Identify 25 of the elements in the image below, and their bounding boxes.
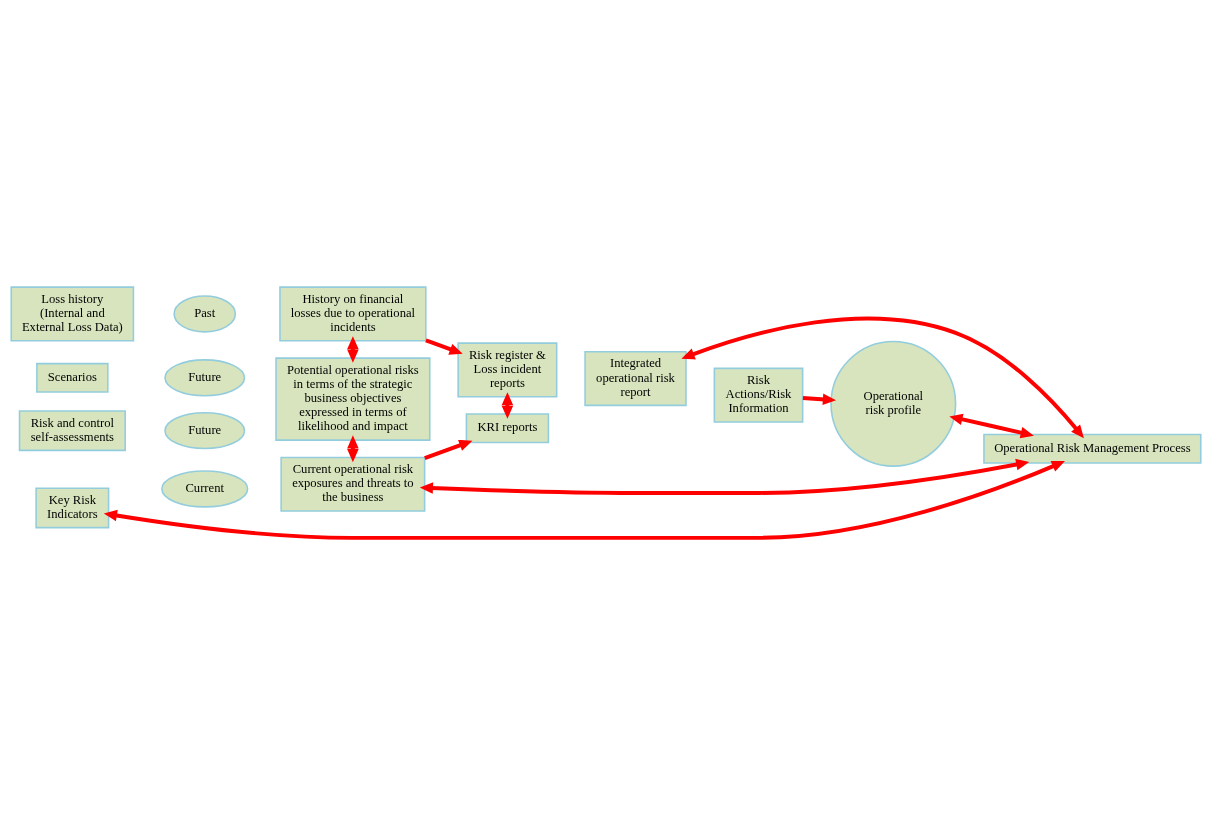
node-box: Loss history (Internal and External Loss Data) (10, 285, 135, 342)
node-box: Risk and control self-assessments (18, 409, 126, 451)
node-box: Scenarios (36, 362, 109, 393)
node-box: Risk Actions/Risk Information (713, 367, 804, 423)
node-ellipse: Current (161, 469, 249, 508)
arrow (419, 458, 1030, 495)
node-ellipse: Future (164, 411, 246, 449)
node-box: Risk register & Loss incident reports (457, 341, 558, 398)
node-box: Operational Risk Management Process (983, 433, 1202, 464)
node-box: History on financial losses due to operational incidents (279, 285, 427, 342)
arrow (501, 391, 514, 419)
node-box: Integrated operational risk report (584, 350, 687, 406)
arrow (424, 439, 473, 460)
arrow (681, 316, 1084, 438)
node-box: Current operational risk exposures and threats to the business (280, 456, 426, 512)
arrow (103, 460, 1065, 540)
node-ellipse: Past (173, 294, 237, 333)
node-circle: Operational risk profile (830, 340, 957, 467)
node-box: Potential operational risks in terms of the strategic business objectives expressed in terms of likelihood and impact (275, 356, 431, 441)
node-ellipse: Future (164, 358, 246, 397)
node-box: Key Risk Indicators (35, 486, 110, 528)
arrow (949, 413, 1034, 438)
arrow (425, 338, 463, 355)
arrow (802, 393, 837, 405)
node-box: KRI reports (465, 412, 550, 443)
